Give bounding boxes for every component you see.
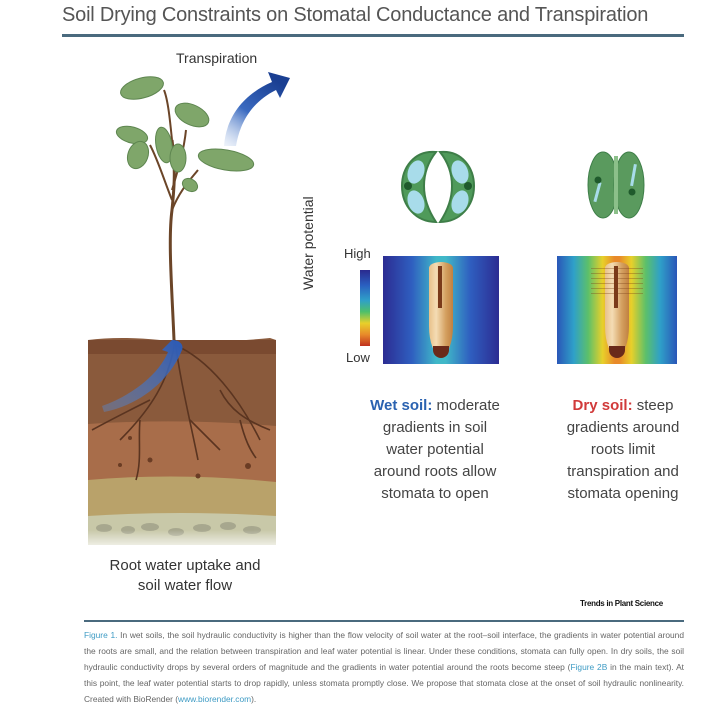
caption-text: In wet soils, the soil hydraulic conduct… bbox=[84, 630, 684, 672]
wet-line: stomata to open bbox=[381, 485, 489, 502]
wet-line: around roots allow bbox=[373, 463, 497, 480]
figure-title: Soil Drying Constraints on Stomatal Cond… bbox=[62, 4, 649, 26]
dry-line: stomata opening bbox=[567, 485, 679, 502]
transpiration-arrow-icon bbox=[224, 72, 290, 146]
dry-soil-description: Dry soil: steep gradients around roots l… bbox=[548, 395, 698, 505]
wet-soil-description: Wet soil: moderate gradients in soil wat… bbox=[350, 395, 520, 505]
transpiration-label: Transpiration bbox=[176, 50, 258, 66]
stomata-closed-icon bbox=[587, 151, 645, 219]
caption-text: in the main text). At this point, the le… bbox=[84, 662, 685, 704]
wet-line: gradients in soil bbox=[382, 419, 488, 436]
soil-profile bbox=[88, 338, 278, 552]
scale-low-label: Low bbox=[346, 350, 370, 365]
figure-caption: Figure 1. In wet soils, the soil hydraul… bbox=[84, 627, 684, 707]
water-potential-axis-label: Water potential bbox=[300, 196, 316, 290]
wet-soil-text: moderate bbox=[432, 397, 500, 414]
caption-divider bbox=[84, 620, 684, 622]
dry-gradient-lines bbox=[591, 268, 643, 298]
root-uptake-arrow-icon bbox=[102, 340, 183, 412]
plant-soil-illustration bbox=[88, 72, 290, 552]
dry-root-core bbox=[614, 266, 618, 308]
soil-caption: Root water uptake and soil water flow bbox=[90, 556, 280, 596]
water-potential-colorbar bbox=[360, 270, 370, 346]
wet-soil-key: Wet soil: bbox=[370, 397, 433, 414]
dry-line: roots limit bbox=[590, 441, 656, 458]
figure-label: Figure 1. bbox=[84, 630, 118, 640]
dry-soil-text: steep bbox=[632, 397, 674, 414]
wet-soil-heatmap bbox=[383, 256, 499, 364]
dry-line: transpiration and bbox=[567, 463, 679, 480]
journal-name: Trends in Plant Science bbox=[580, 599, 663, 608]
dry-line: gradients around bbox=[566, 419, 680, 436]
title-divider bbox=[62, 34, 684, 37]
soil-caption-line2: soil water flow bbox=[137, 577, 233, 594]
dry-root-tip bbox=[609, 346, 625, 358]
dry-soil-key: Dry soil: bbox=[572, 397, 633, 414]
dry-soil-heatmap bbox=[557, 256, 677, 364]
scale-high-label: High bbox=[344, 246, 371, 261]
caption-text: ). bbox=[251, 694, 257, 704]
stomata-open-icon bbox=[400, 150, 476, 224]
figure-ref-link[interactable]: Figure 2B bbox=[570, 662, 608, 672]
wet-line: water potential bbox=[386, 441, 484, 458]
wet-root-core bbox=[438, 266, 442, 308]
biorender-link[interactable]: www.biorender.com bbox=[178, 694, 252, 704]
soil-caption-line1: Root water uptake and bbox=[109, 557, 261, 574]
wet-root-tip bbox=[433, 346, 449, 358]
